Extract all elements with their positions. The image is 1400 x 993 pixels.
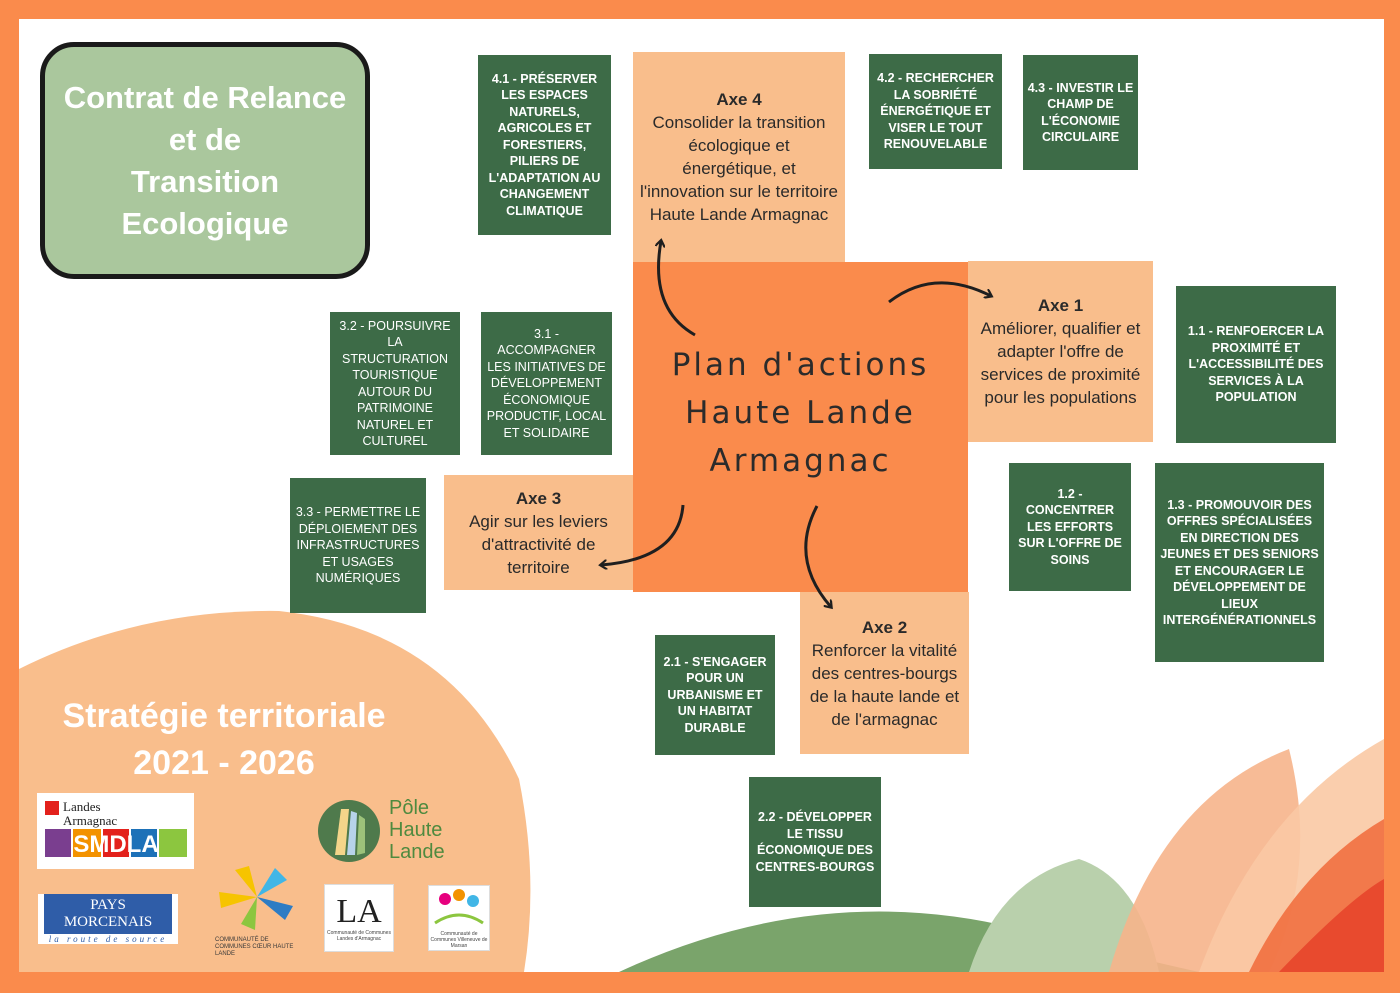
axe1-box: Axe 1 Améliorer, qualifier et adapter l'… <box>968 261 1153 442</box>
decorative-background <box>19 610 1384 972</box>
axe3-box: Axe 3 Agir sur les leviers d'attractivit… <box>444 475 633 590</box>
title-line: Contrat de Relance <box>63 79 347 115</box>
strategy-title: Stratégie territoriale 2021 - 2026 <box>19 693 429 787</box>
axe2-box: Axe 2 Renforcer la vitalité des centres-… <box>800 592 969 754</box>
action-text: 1.3 - PROMOUVOIR DES OFFRES SPÉCIALISÉES… <box>1160 497 1319 628</box>
svg-text:Landes: Landes <box>63 799 101 814</box>
action-1-3: 1.3 - PROMOUVOIR DES OFFRES SPÉCIALISÉES… <box>1155 463 1324 662</box>
action-text: 1.1 - RENFOERCER LA PROXIMITÉ ET L'ACCES… <box>1187 324 1325 405</box>
action-text: 3.3 - PERMETTRE LE DÉPLOIEMENT DES INFRA… <box>295 505 421 586</box>
svg-text:Armagnac: Armagnac <box>63 813 117 828</box>
action-text: 4.3 - INVESTIR LE CHAMP DE L'ÉCONOMIE CI… <box>1027 80 1134 145</box>
coeur-haute-lande-logo: COMMUNAUTÉ DE COMMUNES CŒUR HAUTE LANDE <box>215 862 299 957</box>
coeur-logo-text: COMMUNAUTÉ DE COMMUNES CŒUR HAUTE LANDE <box>215 937 294 957</box>
action-4-1: 4.1 - PRÉSERVER LES ESPACES NATURELS, AG… <box>478 55 611 235</box>
axe3-text: Agir sur les leviers d'attractivité de t… <box>469 511 608 577</box>
marsan-logo-graphic <box>434 889 484 925</box>
landes-armagnac-cc-logo: LA Communauté de Communes Landes d'Armag… <box>324 884 394 952</box>
pole-line: Pôle <box>389 797 430 819</box>
axe1-label: Axe 1 <box>1037 296 1084 315</box>
pays-morcenais-name: PAYS MORCENAIS <box>44 894 172 934</box>
pays-morcenais-logo: PAYS MORCENAIS la route de source <box>38 894 178 944</box>
action-4-2: 4.2 - RECHERCHER LA SOBRIÉTÉ ÉNERGÉTIQUE… <box>869 54 1002 169</box>
action-3-1: 3.1 - ACCOMPAGNER LES INITIATIVES DE DÉV… <box>481 312 612 455</box>
villeneuve-marsan-logo: Communauté de Communes Villeneuve de Mar… <box>428 885 490 951</box>
action-2-1: 2.1 - S'ENGAGER POUR UN URBANISME ET UN … <box>655 635 775 755</box>
action-2-2: 2.2 - DÉVELOPPER LE TISSU ÉCONOMIQUE DES… <box>749 777 881 907</box>
action-text: 4.2 - RECHERCHER LA SOBRIÉTÉ ÉNERGÉTIQUE… <box>877 71 994 152</box>
title-box: Contrat de Relance et de Transition Ecol… <box>40 42 370 279</box>
smdla-logo: Landes Armagnac SMDLA <box>37 793 194 869</box>
action-text: 3.1 - ACCOMPAGNER LES INITIATIVES DE DÉV… <box>486 326 607 440</box>
pays-morcenais-tagline: la route de source <box>48 934 168 944</box>
strategy-line: 2021 - 2026 <box>133 744 315 782</box>
action-text: 1.2 - CONCENTRER LES EFFORTS SUR L'OFFRE… <box>1018 486 1122 567</box>
la-logo-tagline: Communauté de Communes Landes d'Armagnac <box>327 930 391 942</box>
pole-line: Lande <box>389 841 445 863</box>
axe3-label: Axe 3 <box>515 488 562 508</box>
strategy-line: Stratégie territoriale <box>62 697 386 735</box>
center-title-line: Armagnac <box>709 443 892 479</box>
center-title-line: Haute Lande <box>685 395 916 431</box>
title-line: Ecologique <box>121 205 289 241</box>
axe4-box: Axe 4 Consolider la transition écologiqu… <box>633 52 845 262</box>
pole-haute-lande-logo: Pôle Haute Lande <box>317 795 457 867</box>
coeur-logo-graphic <box>219 866 293 930</box>
action-1-1: 1.1 - RENFOERCER LA PROXIMITÉ ET L'ACCES… <box>1176 286 1336 443</box>
action-3-2: 3.2 - POURSUIVRE LA STRUCTURATION TOURIS… <box>330 312 460 455</box>
action-text: 4.1 - PRÉSERVER LES ESPACES NATURELS, AG… <box>488 71 601 218</box>
pole-line: Haute <box>389 819 443 841</box>
action-text: 2.1 - S'ENGAGER POUR UN URBANISME ET UN … <box>663 654 767 735</box>
action-text: 3.2 - POURSUIVRE LA STRUCTURATION TOURIS… <box>339 318 451 449</box>
axe4-label: Axe 4 <box>716 90 762 109</box>
center-title: Plan d'actions Haute Lande Armagnac <box>633 341 968 485</box>
axe4-text: Consolider la transition écologique et é… <box>640 113 838 224</box>
title-line: Transition <box>130 163 280 199</box>
axe2-text: Renforcer la vitalité des centres-bourgs… <box>809 640 960 729</box>
diagram-canvas: Contrat de Relance et de Transition Ecol… <box>19 19 1384 972</box>
smdla-logo-graphic: Landes Armagnac SMDLA <box>44 799 187 858</box>
action-3-3: 3.3 - PERMETTRE LE DÉPLOIEMENT DES INFRA… <box>290 478 426 613</box>
svg-text:SMDLA: SMDLA <box>73 831 158 858</box>
action-1-2: 1.2 - CONCENTRER LES EFFORTS SUR L'OFFRE… <box>1009 463 1131 591</box>
action-4-3: 4.3 - INVESTIR LE CHAMP DE L'ÉCONOMIE CI… <box>1023 55 1138 170</box>
marsan-logo-text: Communauté de Communes Villeneuve de Mar… <box>430 931 488 949</box>
axe1-text: Améliorer, qualifier et adapter l'offre … <box>980 319 1141 407</box>
la-logo-text: LA <box>336 893 382 930</box>
center-title-line: Plan d'actions <box>671 347 930 383</box>
axe2-label: Axe 2 <box>861 617 908 637</box>
title-line: et de <box>168 121 242 157</box>
pole-logo-graphic <box>318 800 380 862</box>
action-text: 2.2 - DÉVELOPPER LE TISSU ÉCONOMIQUE DES… <box>755 810 875 874</box>
